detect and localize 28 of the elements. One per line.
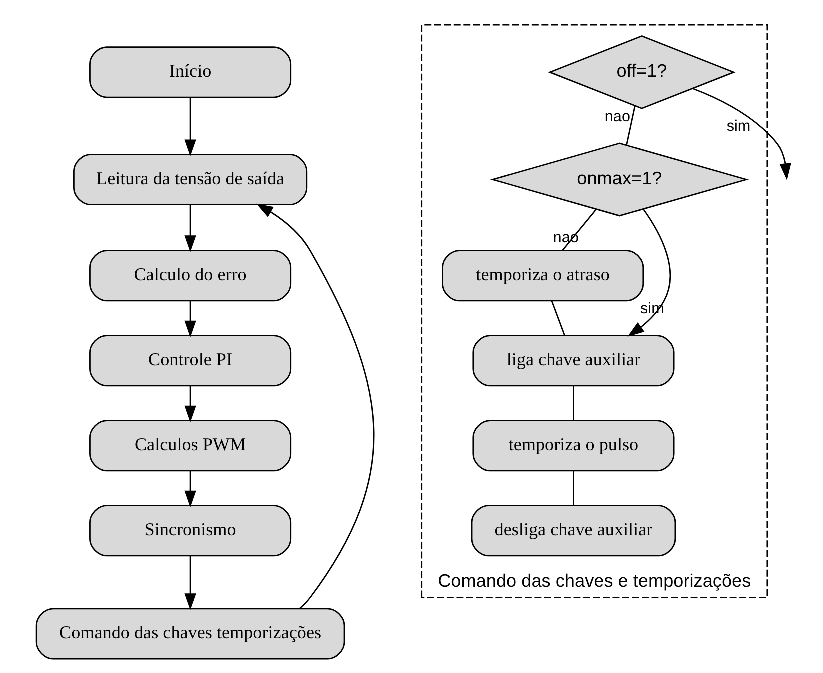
arrow <box>256 204 374 610</box>
connector <box>572 471 574 506</box>
connector <box>572 386 574 420</box>
arrow <box>184 205 196 252</box>
node-box: liga chave auxiliar <box>472 335 674 387</box>
node-box: Controle PI <box>89 335 292 387</box>
node-box: temporiza o pulso <box>472 420 674 472</box>
node-box: desliga chave auxiliar <box>470 505 676 557</box>
node-box: Comando das chaves temporizações <box>35 608 345 660</box>
node-box: Calculo do erro <box>89 250 292 302</box>
arrow <box>184 386 196 423</box>
node-diamond: onmax=1? <box>490 142 749 217</box>
connector <box>626 106 636 146</box>
arrow <box>627 208 671 337</box>
arrow <box>692 88 791 180</box>
node-box: Início <box>89 46 292 98</box>
node-box: Leitura da tensão de saída <box>73 154 308 206</box>
edge-label: nao <box>604 108 630 126</box>
arrow <box>184 301 196 338</box>
node-box: temporiza o atraso <box>442 250 644 302</box>
node-box: Sincronismo <box>89 505 292 557</box>
node-box: Calculos PWM <box>89 420 292 472</box>
arrow <box>184 471 196 508</box>
arrow <box>184 98 196 156</box>
node-diamond: off=1? <box>548 35 736 110</box>
arrow <box>184 556 196 610</box>
connector <box>550 300 565 336</box>
edge-label: sim <box>726 118 750 136</box>
